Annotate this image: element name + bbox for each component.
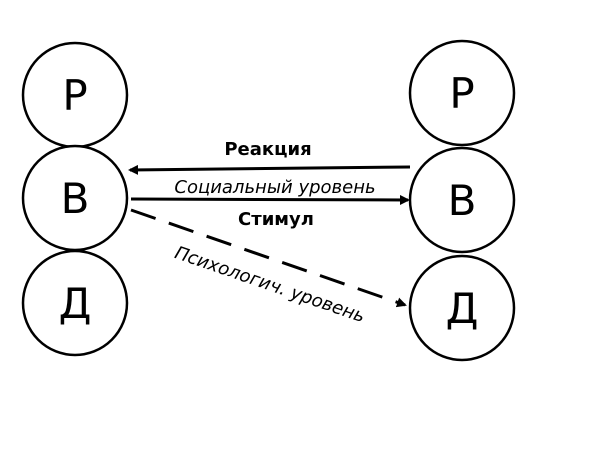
reaction-label: Реакция (224, 139, 311, 160)
left-adult-state: В (21, 144, 129, 252)
social-level-label: Социальный уровень (174, 177, 375, 198)
right-adult-letter: В (448, 176, 477, 225)
reaction-arrow (128, 164, 411, 175)
right-child-letter: Д (446, 284, 479, 333)
right-adult-state: В (408, 146, 516, 254)
left-child-letter: Д (59, 279, 92, 328)
right-child-state: Д (408, 254, 516, 362)
left-child-state: Д (21, 249, 129, 357)
right-parent-state: Р (408, 39, 516, 147)
right-parent-letter: Р (449, 69, 474, 118)
left-person: Р Д В (21, 41, 129, 357)
psychological-arrow (130, 208, 407, 308)
left-adult-letter: В (61, 174, 90, 223)
psychological-level-label: Психологич. уровень (172, 242, 368, 327)
stimulus-arrow (130, 194, 410, 205)
left-parent-state: Р (21, 41, 129, 149)
stimulus-label: Стимул (238, 209, 314, 230)
right-person: Р Д В (408, 39, 516, 362)
left-parent-letter: Р (62, 71, 87, 120)
